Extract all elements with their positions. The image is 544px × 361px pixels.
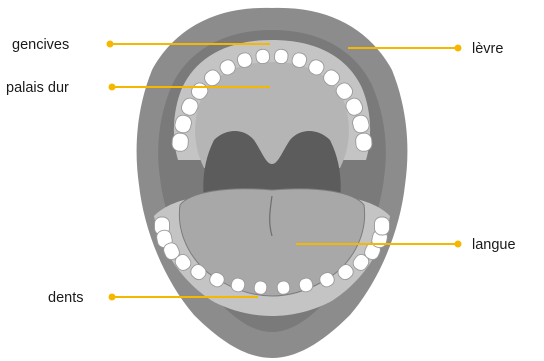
upper-tooth: [355, 133, 372, 152]
leader-dot-langue: [455, 241, 462, 248]
leader-dot-levre: [455, 45, 462, 52]
leader-dot-palais-dur: [109, 84, 116, 91]
label-dents: dents: [48, 290, 83, 306]
lower-tooth: [277, 280, 291, 294]
lower-tooth: [254, 280, 268, 294]
label-palais-dur: palais dur: [6, 80, 69, 96]
upper-tooth: [255, 49, 270, 64]
upper-tooth: [274, 49, 289, 64]
lower-tooth: [375, 217, 390, 235]
label-langue: langue: [472, 237, 516, 253]
upper-tooth: [172, 133, 189, 152]
label-levre: lèvre: [472, 41, 503, 57]
leader-dot-dents: [109, 294, 116, 301]
leader-dot-gencives: [107, 41, 114, 48]
label-gencives: gencives: [12, 37, 69, 53]
